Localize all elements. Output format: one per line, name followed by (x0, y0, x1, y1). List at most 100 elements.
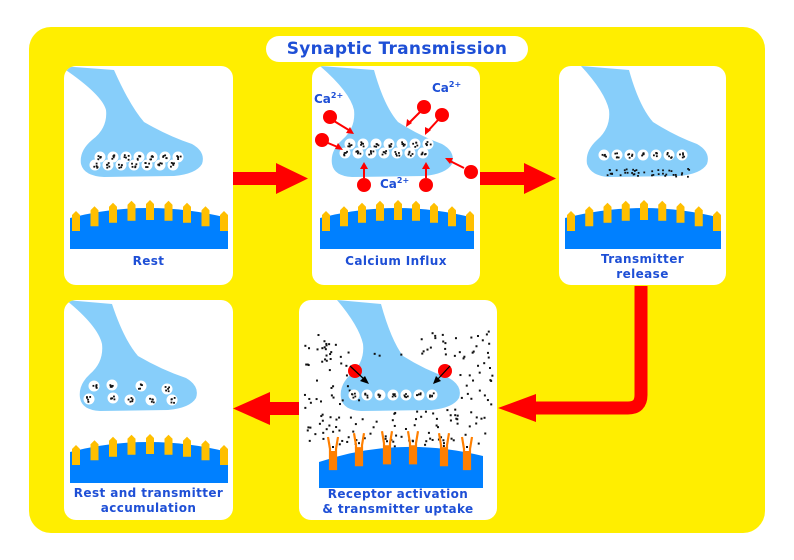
transmitter-particle (450, 437, 453, 440)
transmitter-particle (687, 175, 689, 178)
receptor-spine (109, 202, 117, 223)
transmitter-particle (460, 396, 463, 399)
transmitter-particle (456, 422, 459, 425)
transmitter-particle (323, 346, 326, 349)
transmitter-particle (329, 358, 332, 361)
transmitter-particle (346, 440, 349, 443)
receptor-spines (72, 434, 228, 465)
calcium-ions (315, 100, 478, 192)
transmitter-particle (631, 172, 633, 174)
receptor-spine (220, 445, 228, 465)
transmitter-particle (441, 333, 444, 336)
vesicle (133, 151, 145, 163)
transmitter-particle (434, 334, 437, 337)
transmitter-particle (481, 339, 484, 342)
transmitter-particle (339, 403, 342, 406)
transmitter-particle (615, 169, 618, 172)
transmitter-particle (315, 398, 318, 401)
transmitter-particle (392, 440, 395, 443)
transmitter-particle (318, 422, 321, 425)
vesicle (598, 149, 610, 161)
transmitter-particle (484, 432, 487, 435)
transmitter-particle (348, 389, 351, 392)
transmitter-particle (675, 175, 678, 178)
vesicle (422, 138, 434, 150)
transmitter-particle (420, 338, 423, 341)
vesicle-group (598, 149, 688, 161)
transmitter-particle (308, 397, 311, 400)
vesicle-group (348, 389, 438, 401)
transmitter-particle (393, 424, 396, 427)
vesicle (154, 159, 166, 171)
transmitter-particle (347, 436, 350, 439)
arrow-release-to-receptor (498, 286, 648, 422)
calcium-ion (357, 162, 371, 192)
transmitter-particle (623, 169, 626, 172)
vesicle (124, 394, 136, 406)
transmitter-particle (468, 425, 471, 428)
transmitter-particle (470, 411, 473, 414)
vesicle (145, 394, 157, 406)
transmitter-particle (306, 429, 309, 432)
transmitter-particle (391, 419, 394, 422)
vesicle (365, 147, 377, 159)
transmitter-particle (456, 414, 459, 417)
transmitter-particle (472, 350, 475, 353)
transmitter-particle (687, 168, 689, 170)
vesicle (374, 389, 386, 401)
calcium-ion-uptake-left (348, 364, 369, 384)
transmitter-particle (346, 385, 349, 388)
transmitter-particle (463, 355, 466, 358)
vesicle (624, 149, 636, 161)
vesicle (637, 149, 649, 161)
transmitter-particle (338, 443, 341, 446)
transmitter-particle (394, 411, 397, 414)
transmitter-particle (490, 379, 493, 382)
transmitter-particle (306, 363, 309, 366)
receptor-spine (183, 202, 191, 223)
transmitter-particle (442, 340, 445, 343)
transmitter-particle (454, 414, 457, 417)
transmitter-particle (643, 171, 646, 174)
transmitter-particle (355, 439, 358, 442)
receptor-spine (164, 200, 173, 221)
transmitter-particle (335, 418, 338, 421)
transmitter-particle (478, 371, 481, 374)
active-receptor (352, 432, 366, 467)
transmitter-particle (437, 426, 440, 429)
transmitter-particle (625, 168, 628, 171)
transmitter-particle (632, 168, 635, 171)
transmitter-particle (332, 430, 335, 433)
vesicle (107, 151, 119, 163)
receptor-spine (72, 211, 80, 231)
transmitter-particle (490, 403, 493, 406)
transmitter-particle (363, 437, 366, 440)
transmitter-particle (325, 428, 328, 431)
transmitter-particle (317, 334, 320, 337)
transmitter-particle (688, 168, 691, 171)
transmitter-particle (470, 336, 473, 339)
transmitter-particle (404, 427, 407, 430)
calcium-label-bottom: Ca2+ (380, 176, 409, 191)
vesicle (352, 147, 364, 159)
arrow-rest-to-calcium (232, 163, 308, 194)
transmitter-particle (668, 169, 671, 172)
vesicle (383, 138, 395, 150)
calcium-label-top-right: Ca2+ (432, 80, 461, 95)
transmitter-particle (338, 416, 341, 419)
postsynaptic-membrane (319, 446, 483, 488)
receptor-spine (322, 211, 330, 231)
transmitter-particle (437, 438, 440, 441)
receptor-spine (201, 206, 210, 227)
calcium-ion (406, 100, 431, 127)
receptor-spine (90, 206, 99, 227)
transmitter-particle (361, 418, 364, 421)
active-receptor (437, 432, 451, 467)
receptor-spine (412, 200, 420, 221)
transmitter-particle (384, 437, 387, 440)
transmitter-particle (609, 172, 612, 175)
transmitter-particle (309, 401, 312, 404)
receptor-spine (90, 440, 99, 461)
transmitter-particle (440, 436, 443, 439)
active-receptor (460, 436, 474, 471)
